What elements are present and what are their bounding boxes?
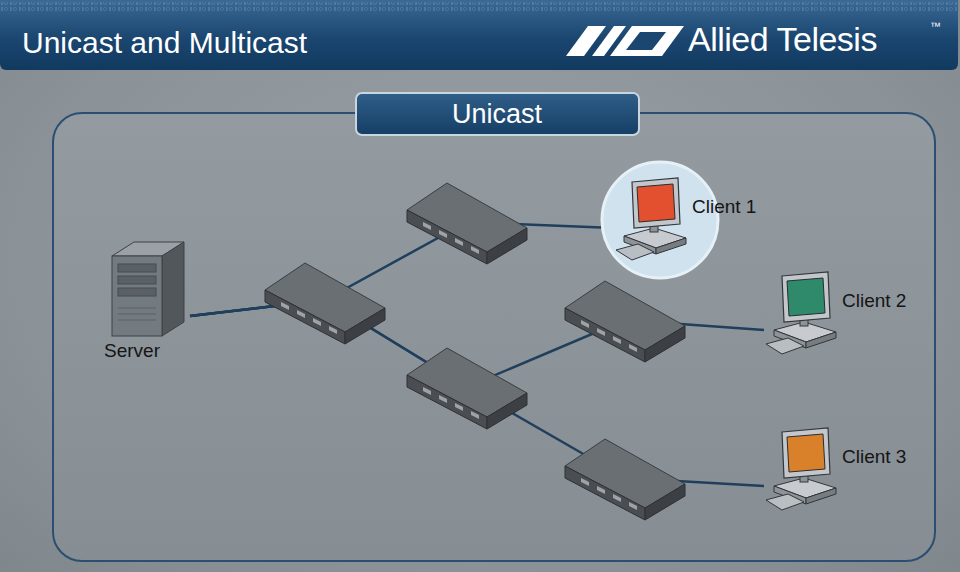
logo-text: Allied Telesis xyxy=(688,20,877,59)
client-node: Client 1 xyxy=(614,176,756,264)
icon xyxy=(764,426,838,514)
node-label: Client 2 xyxy=(842,270,906,312)
switch xyxy=(565,281,685,362)
client-node: Client 3 xyxy=(764,426,906,514)
icon xyxy=(104,236,190,338)
title: Unicast and Multicast xyxy=(22,26,307,60)
client-node: Client 2 xyxy=(764,270,906,358)
highlight-circle xyxy=(602,162,718,278)
node-label: Server xyxy=(104,340,160,362)
section-tab: Unicast xyxy=(355,92,640,136)
binary-texture xyxy=(0,0,958,14)
node-label: Client 1 xyxy=(692,176,756,218)
network-link xyxy=(190,222,614,316)
server-node: Server xyxy=(104,236,190,362)
tab-label: Unicast xyxy=(452,99,542,130)
computer-icon xyxy=(614,176,688,264)
icon xyxy=(614,176,688,264)
node-label: Client 3 xyxy=(842,426,906,468)
switch xyxy=(265,263,385,344)
switch xyxy=(407,348,527,429)
computer-icon xyxy=(764,270,838,358)
server-icon xyxy=(104,236,190,338)
trademark: ™ xyxy=(930,20,941,32)
title-bar: Unicast and Multicast Allied Telesis ™ xyxy=(0,0,958,70)
computer-icon xyxy=(764,426,838,514)
icon xyxy=(764,270,838,358)
switch xyxy=(565,439,685,520)
switch xyxy=(407,183,527,264)
logo-symbol xyxy=(566,22,686,60)
